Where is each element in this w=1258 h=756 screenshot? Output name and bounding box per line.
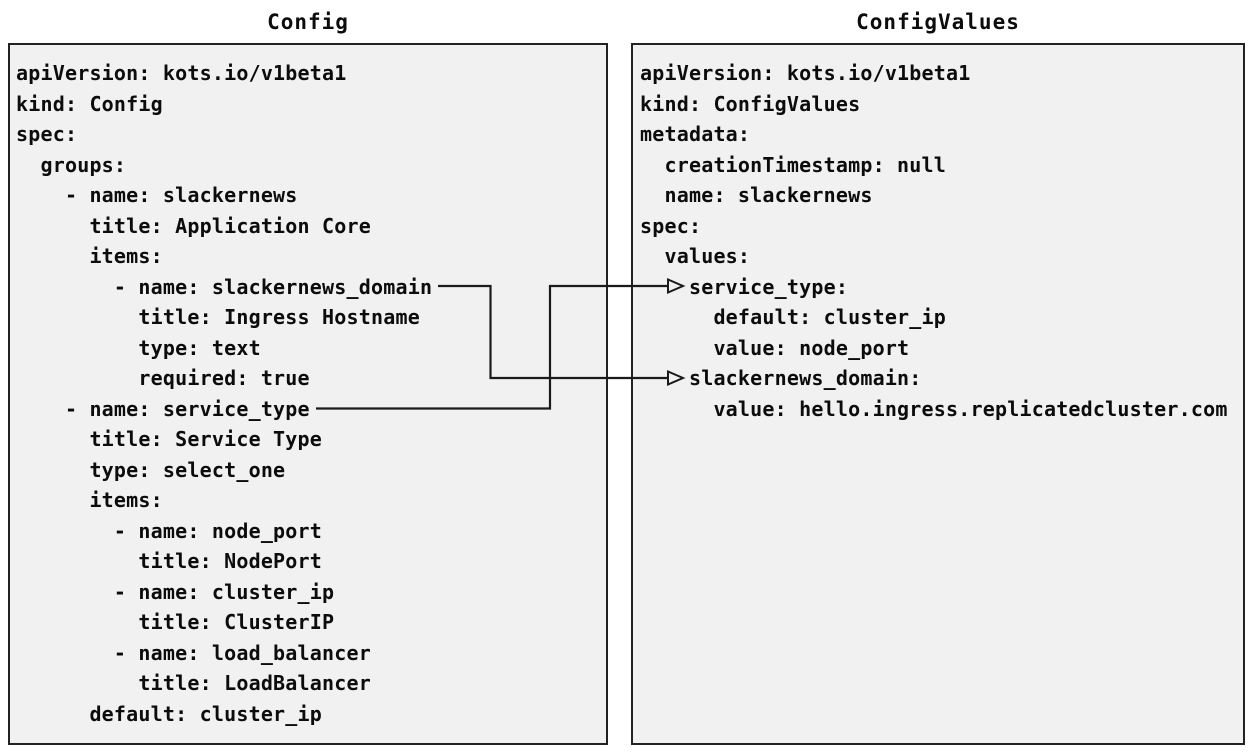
config-yaml-panel: apiVersion: kots.io/v1beta1 kind: Config… bbox=[8, 43, 608, 745]
configvalues-yaml-panel: apiVersion: kots.io/v1beta1 kind: Config… bbox=[631, 43, 1245, 745]
config-yaml-code: apiVersion: kots.io/v1beta1 kind: Config… bbox=[16, 61, 433, 726]
config-panel-title: Config bbox=[267, 10, 349, 34]
configvalues-yaml-code: apiVersion: kots.io/v1beta1 kind: Config… bbox=[640, 61, 1228, 421]
configvalues-panel-title: ConfigValues bbox=[856, 10, 1020, 34]
